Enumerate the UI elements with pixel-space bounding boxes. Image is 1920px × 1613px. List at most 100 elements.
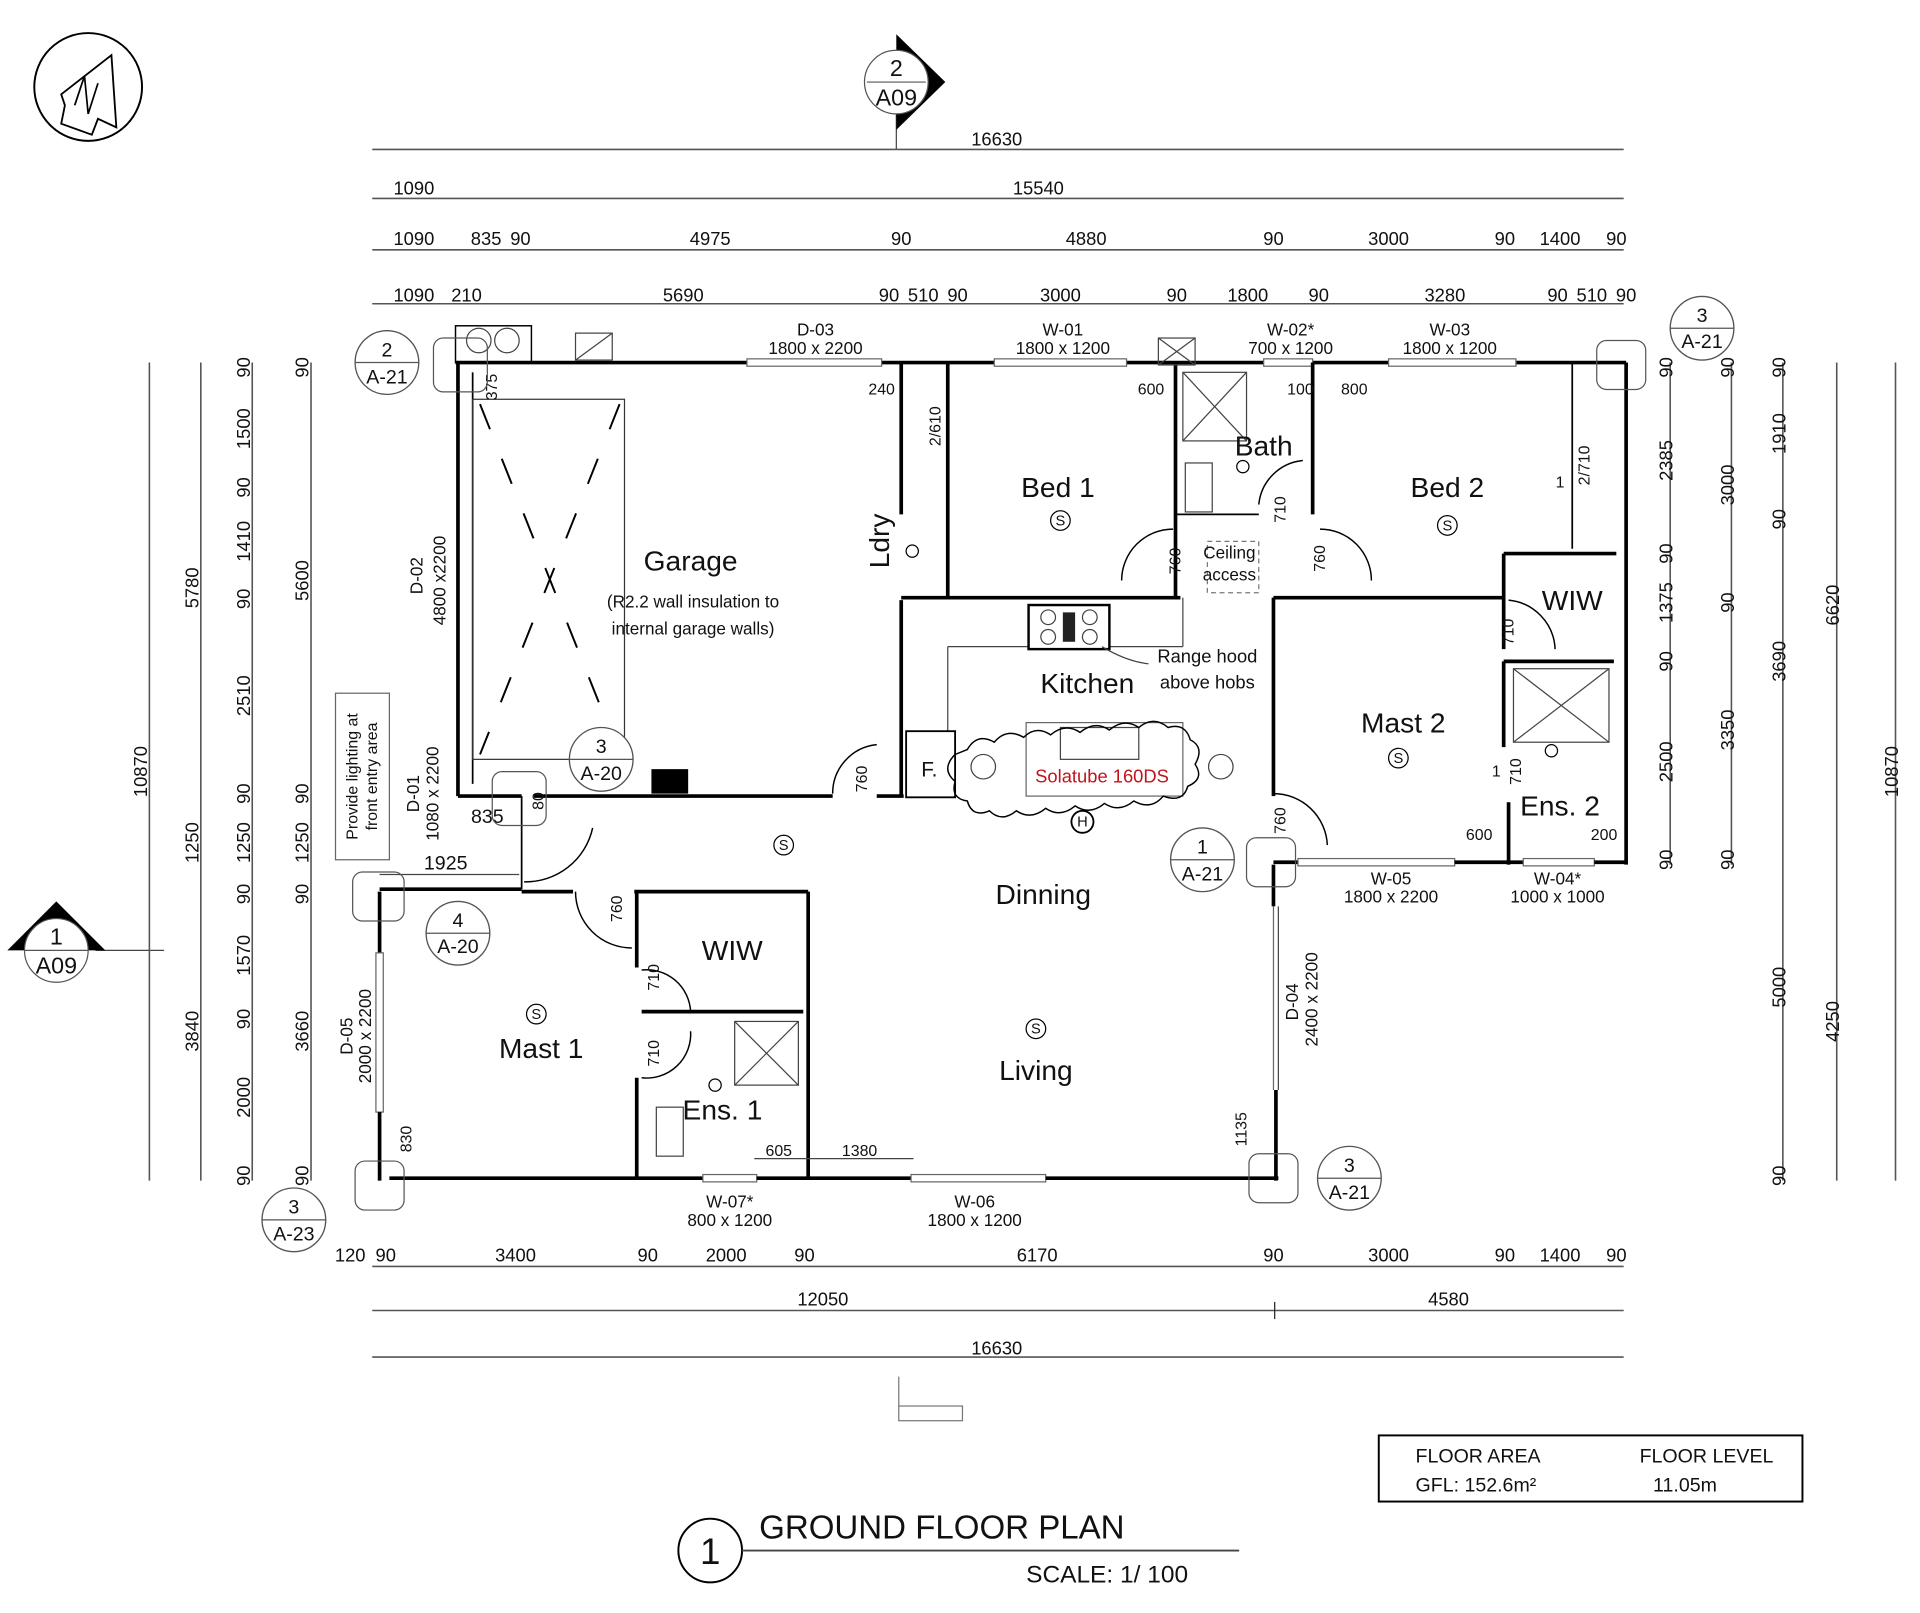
dim-text: 1400 — [1540, 1244, 1581, 1265]
dim-text: 1 — [1556, 474, 1565, 491]
dim-text: 5600 — [292, 560, 313, 601]
shower-icon — [1512, 668, 1610, 743]
dim-text: 16630 — [971, 129, 1022, 150]
section-sheet: A09 — [36, 953, 77, 979]
dim-text: 90 — [1263, 1244, 1283, 1265]
window-tag: W-01 — [1043, 320, 1084, 340]
drawing-title-text: GROUND FLOOR PLAN — [759, 1509, 1124, 1546]
window-size: 1800 x 1200 — [1016, 338, 1110, 358]
dim-text: 710 — [646, 964, 663, 991]
dim-text: 15540 — [1013, 178, 1064, 199]
dim-text: 16630 — [971, 1338, 1022, 1359]
dim-text: 4250 — [1822, 1001, 1843, 1042]
dim-text: 4580 — [1428, 1289, 1469, 1310]
dim-text: 90 — [1495, 1244, 1515, 1265]
sink-icon — [1059, 726, 1140, 760]
room-bed1: Bed 1 — [1021, 472, 1095, 503]
dim-text: 90 — [1768, 1166, 1789, 1186]
ceiling-access-note: access — [1203, 565, 1256, 585]
dim-text: 90 — [1768, 357, 1789, 377]
left-dimensions: 10870 5780 1250 3840 90 1500 90 1410 90 … — [130, 357, 313, 1186]
dim-text: 90 — [1167, 284, 1187, 305]
smoke-label: S — [1031, 1022, 1041, 1038]
window-tag: W-03 — [1429, 320, 1470, 340]
detail-callout: 3 A-23 — [261, 1187, 327, 1253]
heater-label: H — [1077, 815, 1088, 831]
dim-text: 2000 — [233, 1077, 254, 1118]
dim-text: 1500 — [233, 408, 254, 449]
dim-text: 80 — [531, 792, 548, 810]
fridge-label: F. — [921, 758, 937, 781]
dim-text: 90 — [1263, 228, 1283, 249]
room-mast2: Mast 2 — [1361, 707, 1445, 738]
dim-text: 1250 — [233, 822, 254, 863]
smoke-label: S — [531, 1007, 541, 1023]
window-size: 700 x 1200 — [1248, 338, 1333, 358]
garage-door-swing — [472, 398, 626, 760]
dim-text: 90 — [376, 1244, 396, 1265]
dim-text: 1800 — [1227, 284, 1268, 305]
room-garage: Garage — [644, 546, 738, 577]
detail-callout: 4 A-20 — [425, 900, 491, 966]
dim-text: 1250 — [292, 822, 313, 863]
smoke-detector-icon: S — [525, 1003, 547, 1025]
dim-text: 90 — [1656, 850, 1677, 870]
drawing-number: 1 — [700, 1531, 720, 1572]
dim-text: 90 — [1547, 284, 1567, 305]
dim-text: 90 — [233, 1009, 254, 1029]
floor-level-header: FLOOR LEVEL — [1640, 1445, 1774, 1467]
dim-text: 3280 — [1424, 284, 1465, 305]
dim-text: 90 — [879, 284, 899, 305]
callout-number: 3 — [288, 1197, 299, 1219]
kitchen-island — [1025, 721, 1184, 797]
dim-text: 10870 — [1881, 746, 1902, 797]
lighting-note: Provide lighting at — [345, 713, 362, 840]
callout-sheet: A-21 — [1182, 864, 1223, 886]
dim-text: 90 — [233, 884, 254, 904]
door-tag: D-05 — [337, 1018, 357, 1055]
drawing-scale: SCALE: 1/ 100 — [1026, 1561, 1188, 1588]
door-tag: D-01 — [403, 775, 423, 812]
callout-number: 2 — [381, 339, 392, 361]
dim-text: 3000 — [1368, 228, 1409, 249]
callout-sheet: A-23 — [273, 1224, 314, 1246]
room-ens2: Ens. 2 — [1520, 791, 1600, 822]
exhaust-fan-icon — [708, 459, 1559, 1092]
dim-text: 90 — [1656, 651, 1677, 671]
dim-text: 3690 — [1768, 641, 1789, 682]
dim-text: 600 — [1466, 827, 1493, 844]
dim-text: 240 — [868, 381, 895, 398]
room-living: Living — [999, 1055, 1073, 1086]
range-hood-note: Range hood — [1157, 646, 1257, 667]
dim-text: 3000 — [1368, 1244, 1409, 1265]
room-wiw2: WIW — [1542, 585, 1603, 616]
dim-text: 605 — [766, 1143, 793, 1160]
door-swings — [524, 459, 1556, 1079]
detail-callout: 2 A-21 — [354, 330, 420, 396]
smoke-label: S — [1056, 513, 1066, 529]
exterior-walls — [375, 358, 1628, 1183]
dim-text: 5690 — [663, 284, 704, 305]
garage-note: internal garage walls) — [612, 618, 775, 638]
dim-text: 90 — [1606, 1244, 1626, 1265]
dim-text: 1090 — [393, 178, 434, 199]
callout-sheet: A-21 — [1329, 1182, 1370, 1204]
dim-text: 90 — [1656, 543, 1677, 563]
callout-number: 1 — [1197, 837, 1208, 859]
dim-text: 90 — [794, 1244, 814, 1265]
dim-text: 1135 — [1234, 1112, 1251, 1146]
window-size: 1800 x 1200 — [928, 1210, 1022, 1230]
smoke-label: S — [779, 838, 789, 854]
window-size: 1800 x 1200 — [1403, 338, 1497, 358]
dim-text: 1375 — [1656, 582, 1677, 623]
dim-text: 90 — [1309, 284, 1329, 305]
callout-number: 4 — [453, 910, 464, 932]
dim-text: 90 — [292, 783, 313, 803]
callout-sheet: A-20 — [437, 936, 478, 958]
smoke-label: S — [1442, 518, 1452, 534]
section-number: 2 — [890, 55, 903, 81]
dim-text: 90 — [1656, 357, 1677, 377]
dim-text: 1 — [1492, 763, 1501, 780]
dim-text: 1090 — [393, 228, 434, 249]
smoke-label: S — [1393, 751, 1403, 767]
